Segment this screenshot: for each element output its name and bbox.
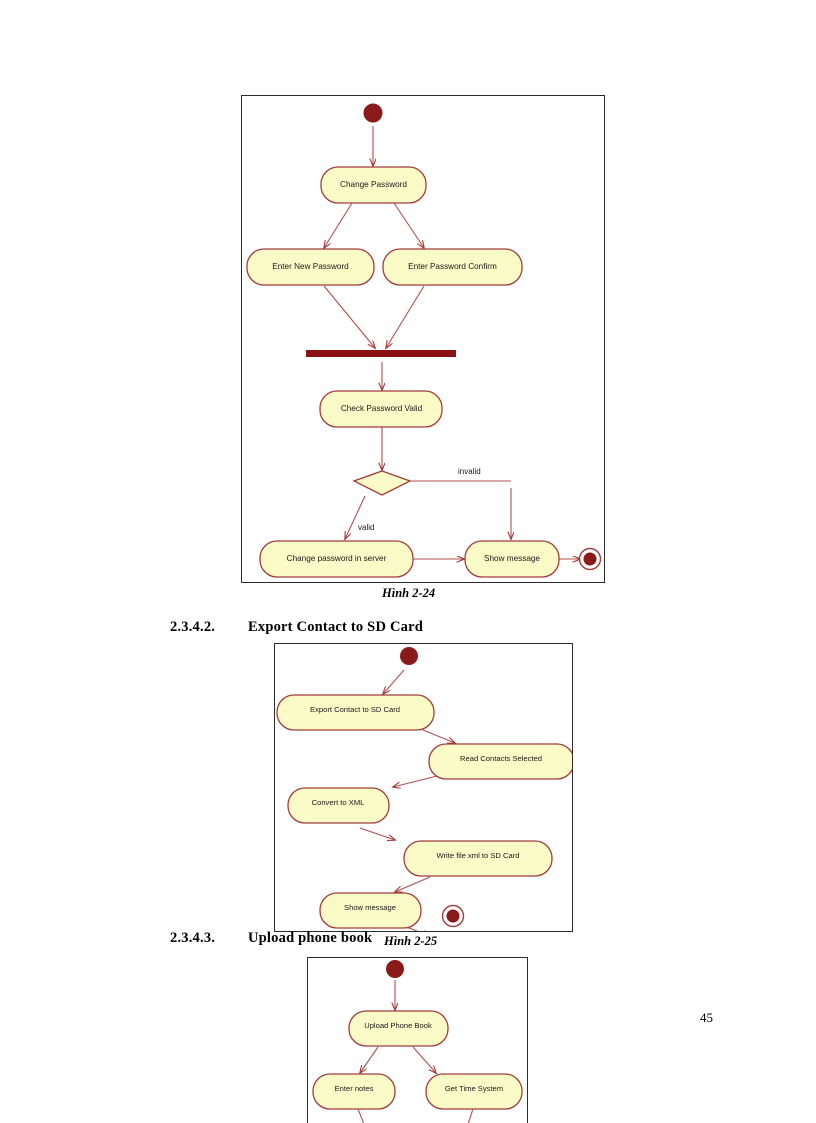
guard-label-invalid: invalid [458, 467, 481, 476]
action-node-convert-to-xml: Convert to XML [287, 787, 390, 824]
action-label: Export Contact to SD Card [310, 705, 400, 714]
action-label: Write file xml to SD Card [437, 851, 520, 860]
action-label: Upload Phone Book [364, 1021, 432, 1030]
action-label: Change password in server [287, 554, 387, 563]
caption-figure-2-25: Hình 2-25 [384, 934, 438, 948]
heading-number: 2.3.4.2. [170, 619, 216, 635]
join-bar [306, 350, 456, 357]
initial-node [400, 647, 418, 665]
heading-2-3-4-2: 2.3.4.2. Export Contact to SD Card [170, 619, 423, 636]
action-label: Enter notes [335, 1084, 374, 1093]
action-label: Enter New Password [272, 262, 349, 271]
heading-2-3-4-3: 2.3.4.3. Upload phone book [170, 930, 372, 947]
action-label: Convert to XML [312, 798, 365, 807]
diagram-export-contact-sd-card: Export Contact to SD Card Read Contacts … [274, 643, 573, 932]
action-node-export-contact-to-sd-card: Export Contact to SD Card [276, 694, 435, 731]
action-node-write-file-xml-to-sd-card: Write file xml to SD Card [403, 840, 553, 877]
final-node [441, 904, 465, 928]
action-label: Show message [484, 554, 540, 563]
action-label: Enter Password Confirm [408, 262, 497, 271]
action-node-upload-phone-book: Upload Phone Book [348, 1010, 449, 1047]
action-node-enter-new-password: Enter New Password [246, 248, 375, 286]
action-label: Get Time System [445, 1084, 503, 1093]
edge-group [360, 980, 436, 1073]
caption-figure-2-24: Hình 2-24 [382, 586, 436, 600]
action-label: Show message [344, 903, 396, 912]
action-node-show-message: Show message [319, 892, 422, 929]
edge-group [324, 126, 580, 559]
heading-number: 2.3.4.3. [170, 930, 216, 946]
action-label: Read Contacts Selected [460, 754, 542, 763]
heading-title: Upload phone book [248, 930, 373, 946]
page-number: 45 [700, 1010, 713, 1025]
action-node-show-message: Show message [464, 540, 560, 578]
diagram-upload-phone-book: Upload Phone Book Enter notes Get Time S… [307, 957, 528, 1123]
action-node-enter-password-confirm: Enter Password Confirm [382, 248, 523, 286]
final-node [578, 547, 602, 571]
action-label: Check Password Valid [341, 404, 423, 413]
action-node-enter-notes: Enter notes [312, 1073, 396, 1110]
guard-label-valid: valid [358, 523, 374, 532]
action-node-change-password-in-server: Change password in server [259, 540, 414, 578]
diagram-change-password: Change Password Enter New Password Enter… [241, 95, 605, 583]
edge-group-clipped [357, 1108, 474, 1123]
decision-node [352, 470, 412, 496]
initial-node [363, 103, 383, 123]
action-label: Change Password [340, 180, 407, 189]
action-node-check-password-valid: Check Password Valid [319, 390, 443, 428]
initial-node [386, 960, 404, 978]
heading-title: Export Contact to SD Card [248, 619, 423, 635]
action-node-read-contacts-selected: Read Contacts Selected [428, 743, 572, 780]
action-node-change-password: Change Password [320, 166, 427, 204]
action-node-get-time-system: Get Time System [425, 1073, 523, 1110]
